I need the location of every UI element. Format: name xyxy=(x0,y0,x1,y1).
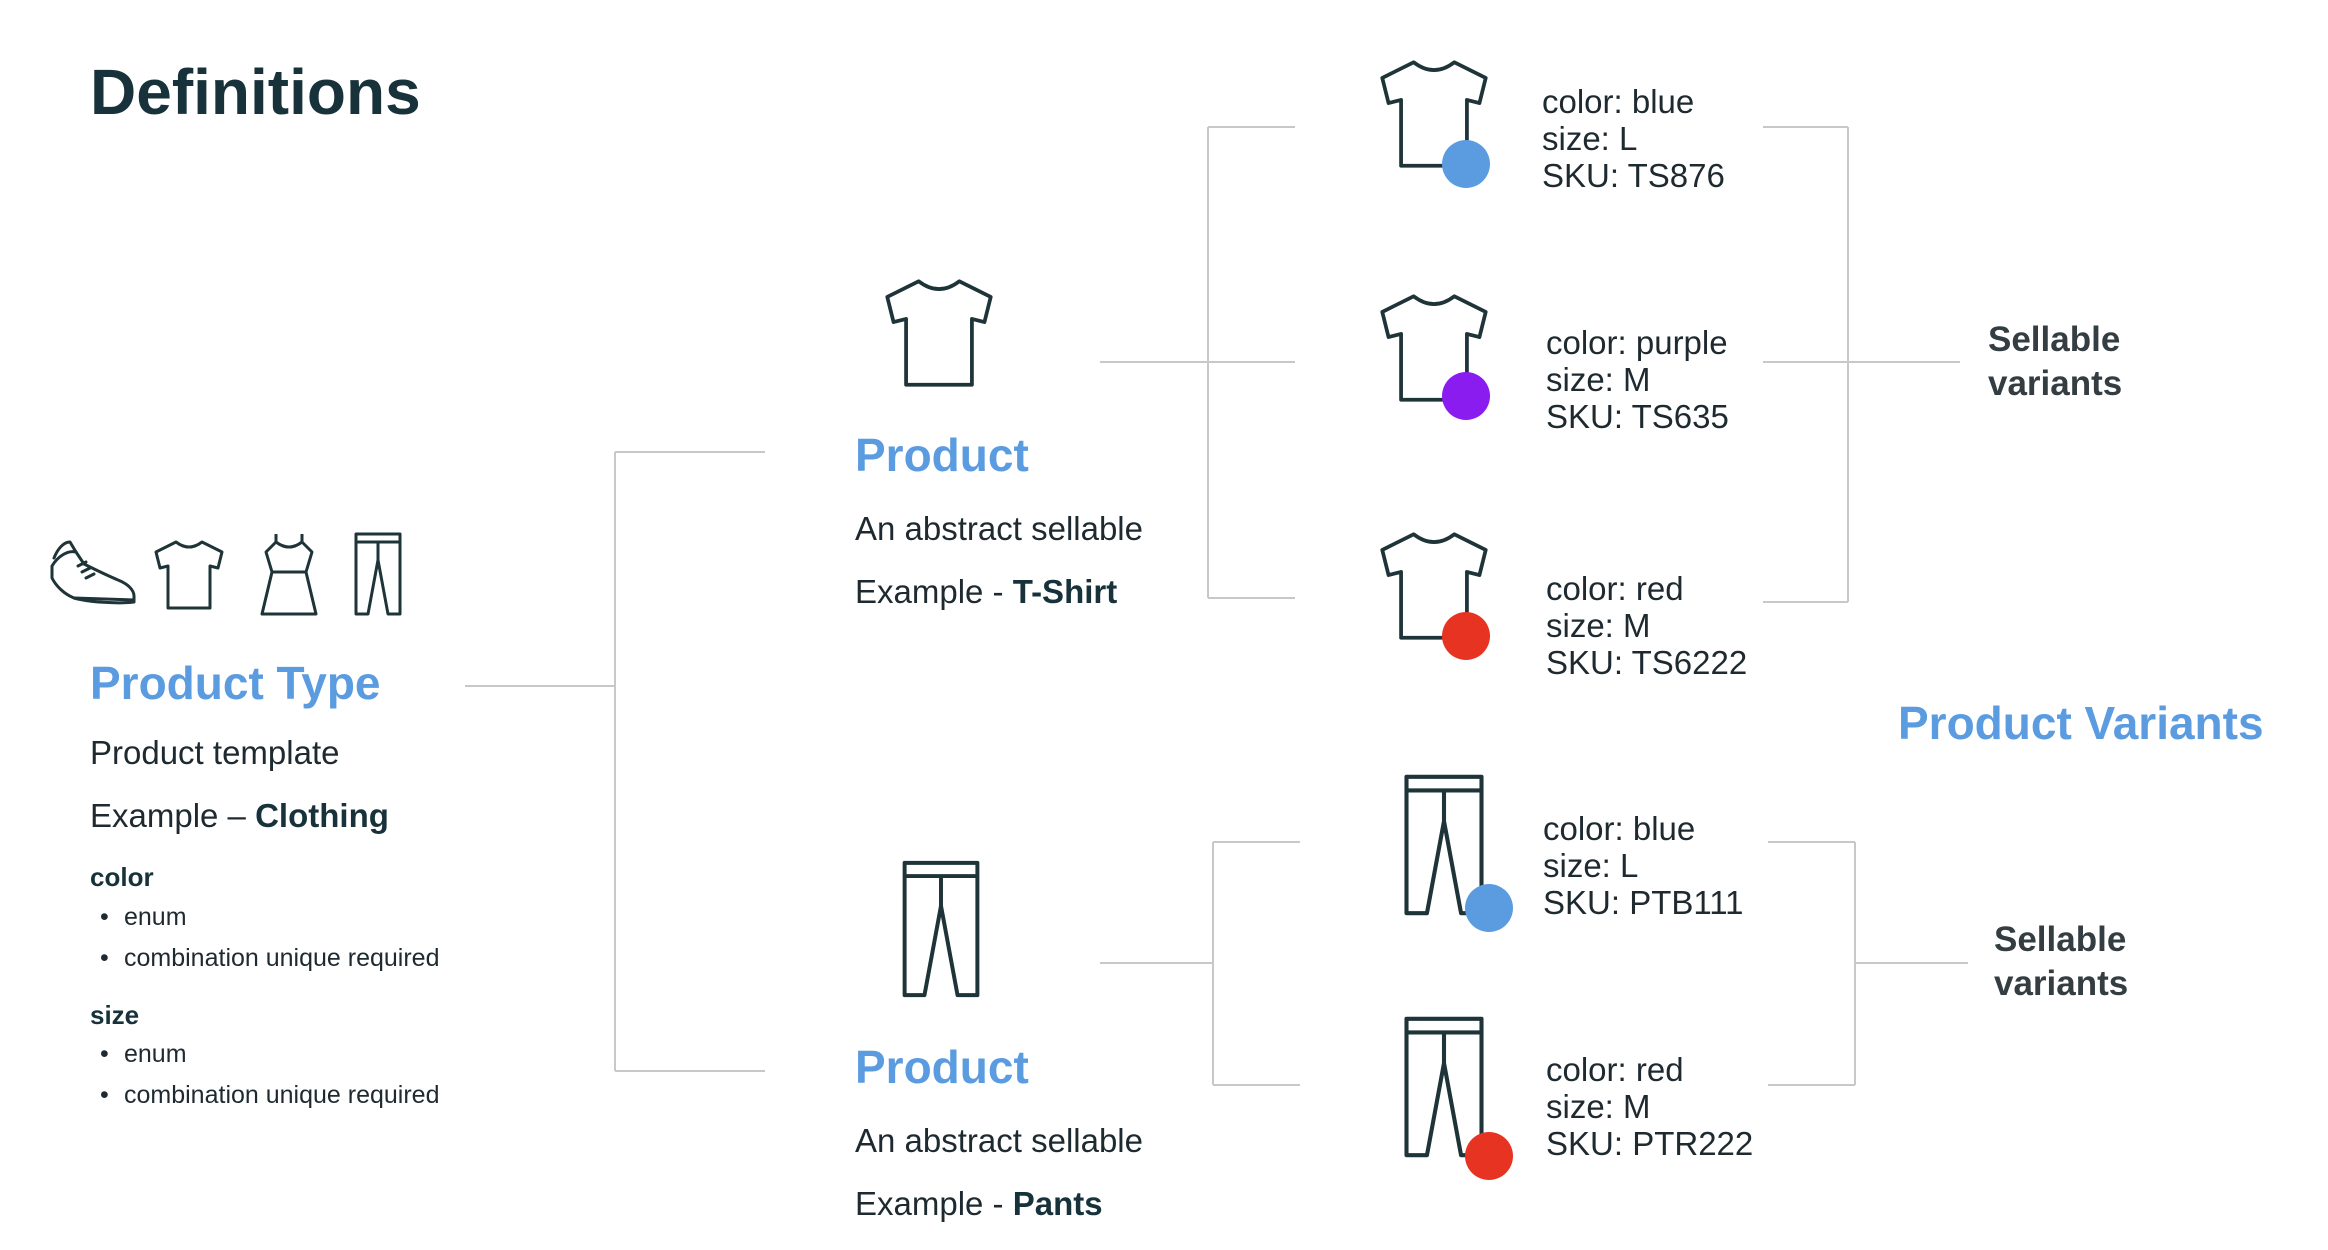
variant-sku: SKU: PTR222 xyxy=(1546,1125,1754,1162)
variant-attributes: color: red size: M SKU: PTR222 xyxy=(1546,1051,1753,1162)
example-value: Clothing xyxy=(255,797,389,834)
variant-color: color: blue xyxy=(1542,83,1695,120)
sellable-line: Sellable xyxy=(1994,920,2127,959)
attribute-item: combination unique required xyxy=(100,944,440,973)
sellable-line: Sellable xyxy=(1988,320,2121,359)
type-to-product-connector xyxy=(465,451,765,1072)
tshirt-icon xyxy=(1380,60,1488,168)
tshirt-icon xyxy=(1380,294,1488,402)
variant-size: size: M xyxy=(1546,361,1651,398)
pants-icon xyxy=(1404,774,1484,916)
color-swatch xyxy=(1442,372,1490,420)
product-description: An abstract sellable xyxy=(855,1122,1143,1159)
attribute-name: size xyxy=(90,1000,140,1030)
example-prefix: Example – xyxy=(90,797,246,834)
variant-attributes: color: purple size: M SKU: TS635 xyxy=(1546,324,1729,435)
variant-size: size: M xyxy=(1546,1088,1651,1125)
example-prefix: Example - xyxy=(855,573,1004,610)
dress-icon xyxy=(260,534,318,616)
color-swatch xyxy=(1465,884,1513,932)
pants-to-variants-connector xyxy=(1100,841,1300,1086)
tshirt-to-variants-connector xyxy=(1100,126,1295,599)
variant-color: color: purple xyxy=(1546,324,1728,361)
pants-icon xyxy=(1404,1016,1484,1158)
page-title: Definitions xyxy=(90,56,421,128)
product-type-description: Product template xyxy=(90,734,340,771)
product-type-example: Example – Clothing xyxy=(90,797,389,835)
variant-attributes: color: blue size: L SKU: TS876 xyxy=(1542,83,1725,194)
attribute-name: color xyxy=(90,862,154,892)
pants-variants-sellable-connector xyxy=(1768,841,1968,1086)
variant-sku: SKU: TS6222 xyxy=(1546,644,1748,681)
product-heading: Product xyxy=(855,429,1029,481)
tshirt-variants-sellable-connector xyxy=(1763,126,1960,603)
shoe-icon xyxy=(50,540,136,605)
variant-sku: SKU: TS635 xyxy=(1546,398,1729,435)
color-swatch xyxy=(1442,612,1490,660)
product-heading: Product xyxy=(855,1041,1029,1093)
variant-color: color: blue xyxy=(1543,810,1696,847)
pants-icon xyxy=(902,860,980,998)
variant-size: size: L xyxy=(1542,120,1638,157)
color-swatch xyxy=(1465,1132,1513,1180)
sellable-line: variants xyxy=(1994,964,2129,1003)
attribute-item: enum xyxy=(100,1040,187,1069)
variant-attributes: color: blue size: L SKU: PTB111 xyxy=(1543,810,1744,921)
product-example: Example - T-Shirt xyxy=(855,573,1117,611)
variant-size: size: L xyxy=(1543,847,1639,884)
product-type-heading: Product Type xyxy=(90,657,381,709)
variant-color: color: red xyxy=(1546,1051,1684,1088)
attribute-item: combination unique required xyxy=(100,1081,440,1110)
sellable-line: variants xyxy=(1988,364,2123,403)
example-value: Pants xyxy=(1012,1185,1103,1222)
attribute-item: enum xyxy=(100,903,187,932)
variant-size: size: M xyxy=(1546,607,1651,644)
product-variants-heading: Product Variants xyxy=(1898,697,2264,749)
example-prefix: Example - xyxy=(855,1185,1004,1222)
sellable-variants-label: Sellable variants xyxy=(1994,918,2128,1006)
variant-sku: SKU: PTB111 xyxy=(1543,884,1744,921)
variant-sku: SKU: TS876 xyxy=(1542,157,1725,194)
pants-icon xyxy=(354,532,402,616)
color-swatch xyxy=(1442,140,1490,188)
product-description: An abstract sellable xyxy=(855,510,1143,547)
variant-attributes: color: red size: M SKU: TS6222 xyxy=(1546,570,1747,681)
tshirt-icon xyxy=(1380,532,1488,640)
tshirt-icon xyxy=(154,540,224,610)
product-example: Example - Pants xyxy=(855,1185,1103,1223)
sellable-variants-label: Sellable variants xyxy=(1988,318,2122,406)
example-value: T-Shirt xyxy=(1012,573,1118,610)
tshirt-icon xyxy=(885,279,993,387)
variant-color: color: red xyxy=(1546,570,1684,607)
